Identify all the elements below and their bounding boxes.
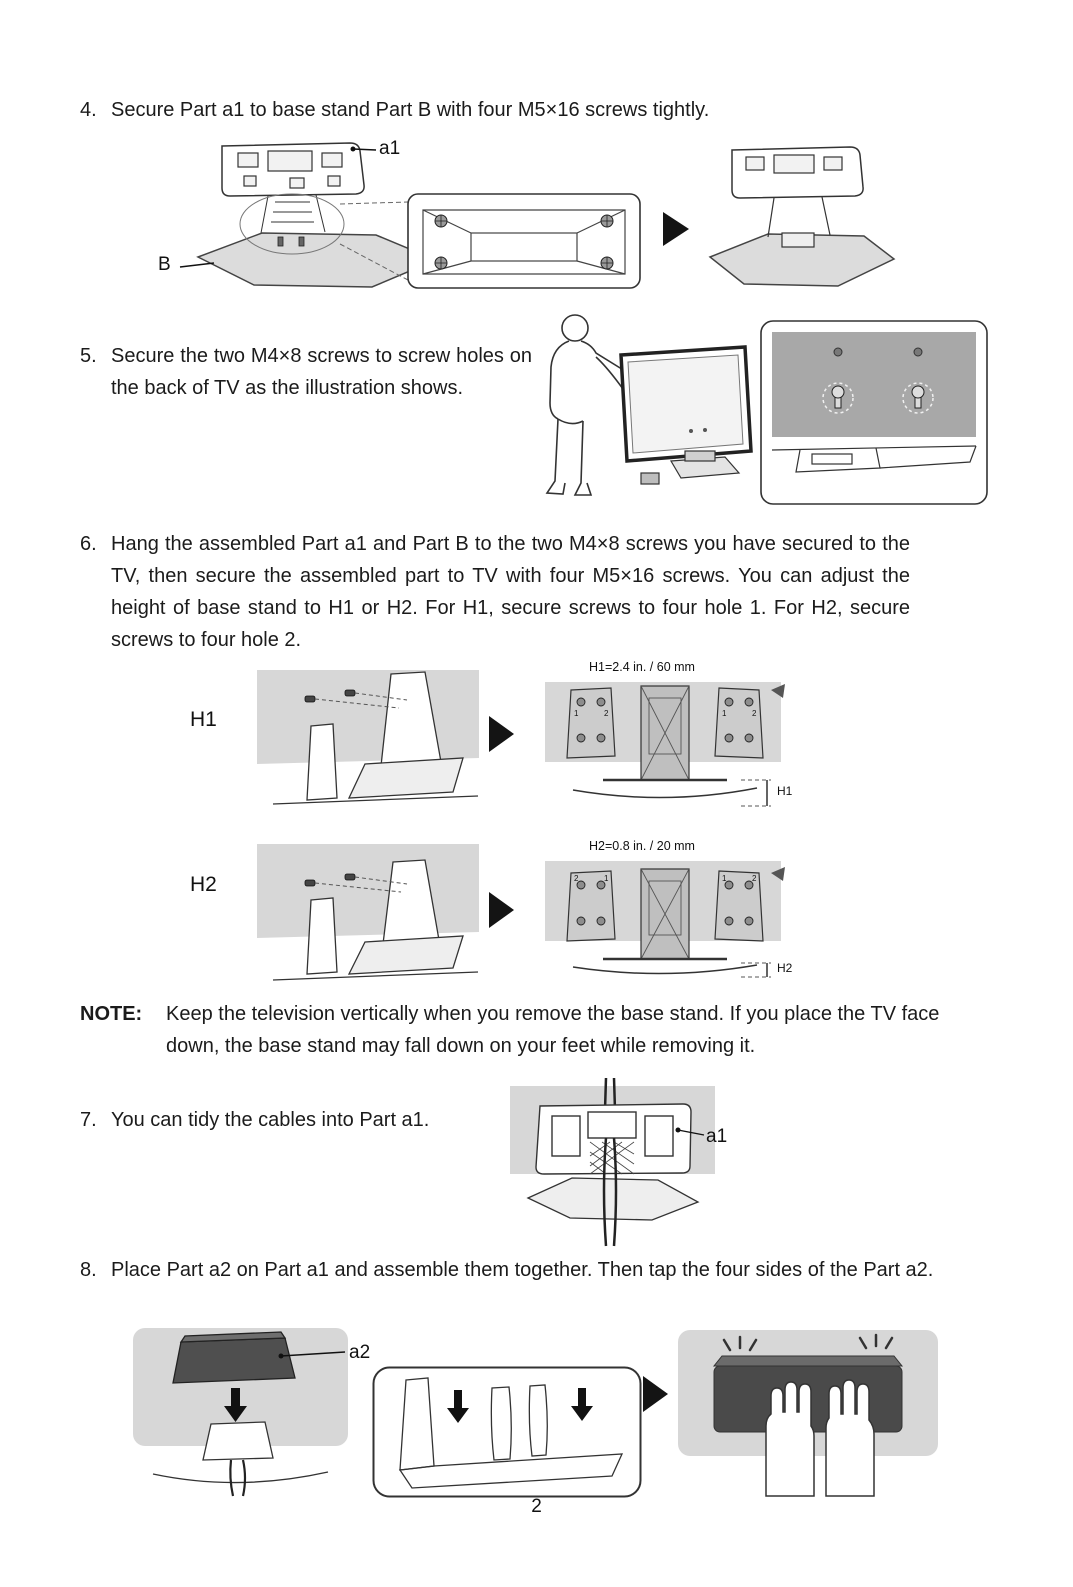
hole-number-label: 2 [574,874,579,883]
part-b-label: B [158,254,171,275]
hole-number-label: 1 [604,874,609,883]
figure-step8-detail [372,1366,642,1498]
step-5: 5. Secure the two M4×8 screws to screw h… [80,340,532,404]
arrow-right-icon [643,1376,668,1412]
hole-number-label: 2 [752,874,757,883]
step-6-number: 6. [80,533,97,555]
step-5-number: 5. [80,345,97,367]
h2-marker-label: H2 [777,961,793,975]
arrow-right-icon [489,892,514,928]
step8-tuck-cables-illustration [372,1366,642,1498]
figure-h1-back: H1=2.4 in. / 60 mm 1 2 1 2 [545,660,803,832]
figure-step4: a1 B [140,136,910,318]
step-4-text: Secure Part a1 to base stand Part B with… [111,99,710,121]
step7-cables-illustration [510,1078,715,1247]
step4-assembly-illustration [179,142,896,289]
step-6-text: Hang the assembled Part a1 and Part B to… [111,533,910,651]
page-number: 2 [531,1496,542,1517]
h2-side-view-illustration [257,844,479,981]
step-6: 6. Hang the assembled Part a1 and Part B… [80,528,910,656]
tap-marks-icon [722,1333,894,1352]
h2-dimension-label: H2=0.8 in. / 20 mm [589,839,695,853]
step8-place-cover-illustration [133,1328,348,1497]
h1-side-view-illustration [257,670,479,805]
hole-number-label: 2 [752,709,757,718]
hands-illustration [765,1379,875,1497]
h1-dimension-label: H1=2.4 in. / 60 mm [589,660,695,674]
h1-back-view-illustration: 1 2 1 2 [545,682,785,807]
hole-number-label: 1 [574,709,579,718]
figure-h2-back: H2=0.8 in. / 20 mm 2 1 1 2 [545,835,803,1007]
figure-step5-detail [760,320,988,505]
step-8-text: Place Part a2 on Part a1 and assemble th… [111,1259,934,1281]
h2-label: H2 [190,873,217,896]
arrow-right-icon [489,716,514,752]
step-4: 4. Secure Part a1 to base stand Part B w… [80,94,880,126]
step-5-text: Secure the two M4×8 screws to screw hole… [111,345,532,399]
figure-step5-person [523,303,768,508]
note-label: NOTE: [80,1003,143,1025]
h1-marker-label: H1 [777,784,793,798]
step-4-number: 4. [80,99,97,121]
hole-number-label: 1 [722,709,727,718]
figure-step8-tap [678,1330,938,1498]
figure-h2-side [253,840,483,990]
step-7-number: 7. [80,1109,97,1131]
note-text: Keep the television vertically when you … [166,1003,940,1057]
h2-back-view-illustration: 2 1 1 2 [545,861,785,978]
part-a2-label: a2 [349,1342,371,1363]
step5-screws-detail-illustration [760,320,988,505]
step8-tap-hands-illustration [678,1330,938,1497]
figure-step8-place: a2 [133,1328,388,1503]
part-a1-label: a1 [706,1126,728,1147]
step-8-number: 8. [80,1259,97,1281]
figure-step7: a1 [510,1078,750,1254]
h1-label: H1 [190,708,217,731]
step-7-text: You can tidy the cables into Part a1. [111,1109,430,1131]
part-a1-label: a1 [379,138,401,159]
figure-h1-side [253,666,483,816]
step-7: 7. You can tidy the cables into Part a1. [80,1104,500,1136]
step5-person-tv-illustration [545,314,753,496]
arrow-down-icon [447,1388,593,1423]
hole-number-label: 1 [722,874,727,883]
arrow-down-icon [224,1388,247,1422]
hole-number-label: 2 [604,709,609,718]
step-8: 8. Place Part a2 on Part a1 and assemble… [80,1254,960,1286]
note-block: NOTE: Keep the television vertically whe… [80,998,992,1062]
arrow-right-icon [663,212,689,246]
